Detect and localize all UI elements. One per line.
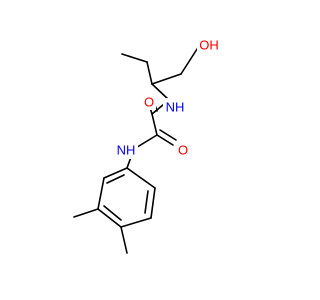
amide-nh-upper-label: NH xyxy=(163,98,187,116)
bond-carbonyl-o-lower-1 xyxy=(156,134,174,146)
bond-oxalyl-cc xyxy=(151,113,158,136)
bond-ring-inner-1 xyxy=(106,174,125,184)
bond-methyl-3 xyxy=(73,208,99,218)
molecule-diagram: OH NH O O NH xyxy=(73,36,221,254)
bond-ring-2 xyxy=(97,177,105,210)
hydroxyl-text: OH xyxy=(199,38,219,53)
amide-nh-lower-label: NH xyxy=(114,141,138,159)
bond-ethyl-ch3 xyxy=(121,53,148,63)
bond-ring-1 xyxy=(103,167,128,179)
bond-ethyl-ch2 xyxy=(146,61,153,85)
bond-ring-inner-2 xyxy=(103,205,122,221)
carbonyl-o-upper-label: O xyxy=(142,94,156,110)
amide-nh-lower-text: NH xyxy=(117,143,136,158)
bond-ring-5 xyxy=(150,187,156,219)
hydroxyl-label: OH xyxy=(197,36,221,54)
carbonyl-o-lower-label: O xyxy=(176,142,190,158)
bond-ring-4 xyxy=(120,217,152,228)
bond-ch2-oh xyxy=(180,45,200,75)
amide-nh-upper-text: NH xyxy=(166,100,185,115)
bond-ch-ch2oh xyxy=(151,73,182,85)
bond-carbonyl-o-lower-2 xyxy=(159,129,177,141)
bond-ch-nh xyxy=(151,83,170,101)
carbonyl-o-upper-text: O xyxy=(144,95,154,110)
bond-ring-inner-3 xyxy=(144,190,149,214)
structure-canvas: OH NH O O NH xyxy=(73,36,221,254)
bond-ring-6 xyxy=(126,167,156,189)
bond-ring-3 xyxy=(97,208,122,228)
bond-methyl-4 xyxy=(120,226,128,254)
carbonyl-o-lower-text: O xyxy=(178,143,188,158)
